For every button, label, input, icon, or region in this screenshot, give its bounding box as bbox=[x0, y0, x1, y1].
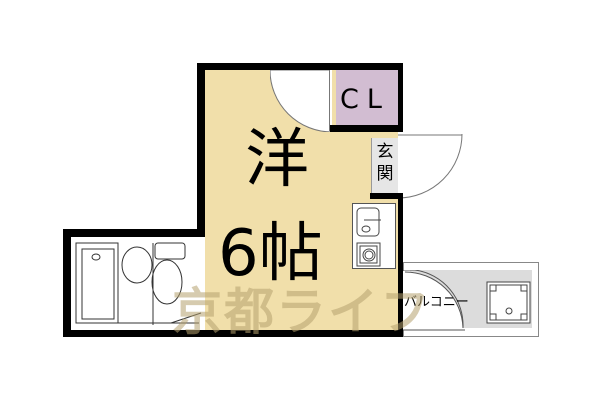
wall-bath-top bbox=[63, 229, 205, 237]
stove-icon bbox=[356, 242, 382, 268]
wall-closet-bottom bbox=[330, 125, 403, 132]
bathroom-fixtures bbox=[71, 237, 205, 332]
wall-entrance-bottom bbox=[370, 193, 403, 199]
wall-right-lower bbox=[398, 193, 403, 337]
balcony-label: バルコニー bbox=[404, 295, 469, 310]
room-size-label: 6帖 bbox=[218, 217, 323, 291]
entrance-label: 玄関 bbox=[376, 142, 394, 184]
watermark: 京都ライフ bbox=[172, 283, 432, 341]
ac-outdoor-unit-icon bbox=[486, 281, 532, 325]
balcony-door-swing bbox=[403, 270, 473, 332]
wall-bath-left bbox=[63, 229, 71, 337]
wall-top bbox=[197, 63, 403, 70]
wall-right-closet bbox=[398, 63, 403, 131]
kitchen-sink-icon bbox=[356, 207, 386, 239]
wall-bottom bbox=[63, 330, 403, 337]
wall-left-main bbox=[197, 63, 205, 237]
entrance-door-swing bbox=[398, 134, 463, 200]
door-jamb bbox=[329, 70, 332, 131]
closet-label: CL bbox=[340, 84, 390, 115]
entrance bbox=[371, 138, 398, 193]
closet bbox=[336, 70, 398, 125]
room-type-label: 洋 bbox=[245, 123, 309, 197]
